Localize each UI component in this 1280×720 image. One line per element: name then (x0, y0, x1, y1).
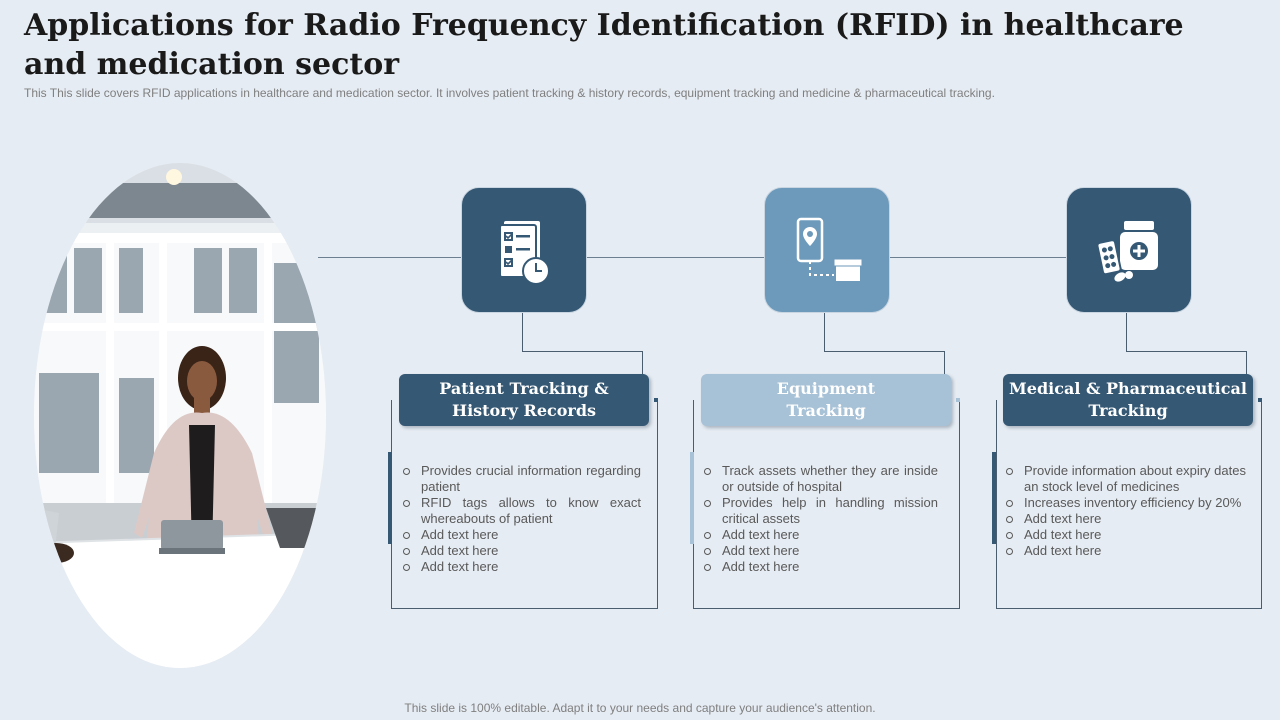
footer-note: This slide is 100% editable. Adapt it to… (404, 701, 876, 715)
title-line: Tracking (786, 401, 866, 420)
page-title: Applications for Radio Frequency Identif… (24, 8, 1184, 82)
list-item: Provide information about expiry dates a… (1004, 463, 1246, 495)
list-item: Add text here (702, 543, 938, 559)
corner-dot (956, 398, 960, 402)
pharmaceutical-tracking-frame (996, 400, 1262, 609)
connector-line (944, 351, 945, 375)
patient-tracking-title: Patient Tracking & History Records (399, 374, 649, 426)
businesswoman-photo (34, 163, 326, 668)
corner-dot (654, 398, 658, 402)
connector-line (824, 311, 825, 352)
medicine-bottle-pills-icon (1096, 221, 1158, 282)
connector-line (1126, 311, 1127, 352)
connector-line (1246, 351, 1247, 375)
list-item: Increases inventory efficiency by 20% (1004, 495, 1246, 511)
list-item: Provides crucial information regarding p… (401, 463, 641, 495)
title-line: History Records (451, 401, 597, 420)
title-line: Patient Tracking & (439, 379, 609, 398)
list-item: Track assets whether they are inside or … (702, 463, 938, 495)
equipment-tracking-points: Track assets whether they are inside or … (702, 463, 938, 575)
corner-dot (1258, 398, 1262, 402)
connector-line (586, 257, 764, 258)
title-line: Tracking (1088, 401, 1168, 420)
phone-location-box-icon (796, 217, 862, 281)
connector-line (642, 351, 643, 375)
pharmaceutical-tracking-points: Provide information about expiry dates a… (1004, 463, 1246, 559)
title-line: Equipment (776, 379, 876, 398)
connector-line (889, 257, 1066, 258)
list-item: Add text here (1004, 527, 1246, 543)
equipment-tracking-title: Equipment Tracking (701, 374, 951, 426)
connector-line (824, 351, 944, 352)
list-item: Add text here (1004, 543, 1246, 559)
list-item: Provides help in handling mission critic… (702, 495, 938, 527)
pharmaceutical-tracking-icon-box (1066, 187, 1192, 313)
list-item: Add text here (1004, 511, 1246, 527)
connector-line (522, 351, 642, 352)
pharmaceutical-tracking-title: Medical & Pharmaceutical Tracking (1003, 374, 1253, 426)
list-item: Add text here (401, 527, 641, 543)
page-subtitle: This This slide covers RFID applications… (24, 86, 995, 100)
list-item: Add text here (702, 527, 938, 543)
list-item: Add text here (401, 543, 641, 559)
connector-line (1126, 351, 1246, 352)
checklist-clock-icon (499, 221, 550, 285)
list-item: RFID tags allows to know exact whereabou… (401, 495, 641, 527)
patient-tracking-points: Provides crucial information regarding p… (401, 463, 641, 575)
connector-line (318, 257, 461, 258)
equipment-tracking-icon-box (764, 187, 890, 313)
list-item: Add text here (401, 559, 641, 575)
patient-tracking-icon-box (461, 187, 587, 313)
accent-bar (992, 452, 996, 544)
list-item: Add text here (702, 559, 938, 575)
accent-bar (388, 452, 392, 544)
accent-bar (690, 452, 694, 544)
title-line: Medical & Pharmaceutical (1009, 379, 1247, 398)
connector-line (522, 311, 523, 352)
